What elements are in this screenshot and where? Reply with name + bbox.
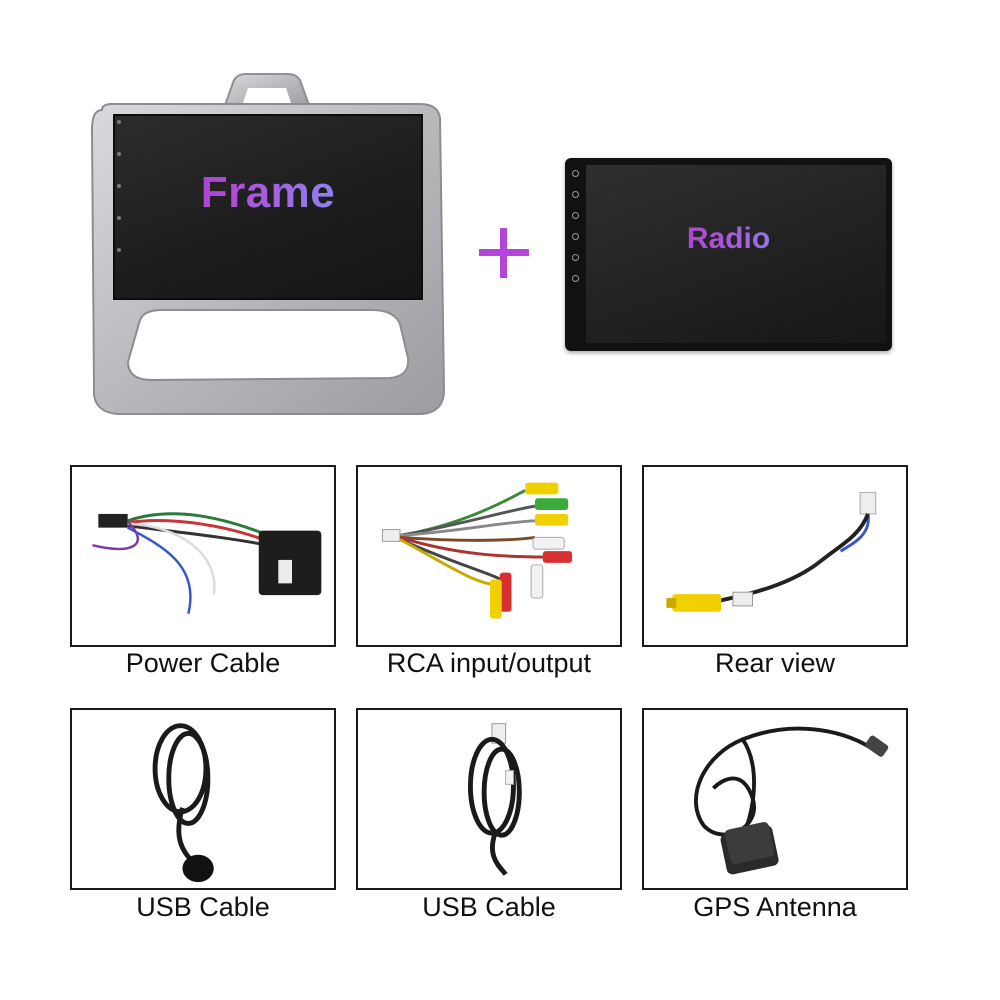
rear-view-cable-image [642,465,908,647]
gps-antenna-caption: GPS Antenna [693,892,857,922]
radio-label: Radio [586,222,871,256]
frame-label: Frame [113,168,423,218]
usb-cable-caption-1: USB Cable [136,892,270,922]
rca-cable-caption: RCA input/output [386,648,592,678]
gps-antenna-image [642,708,908,890]
plus-icon [479,228,529,278]
rear-view-caption: Rear view [714,648,836,678]
radio-screen [586,165,886,343]
power-cable-image [70,465,336,647]
rca-cable-image [356,465,622,647]
frame-side-buttons [113,120,123,280]
usb-cable-caption-2: USB Cable [422,892,556,922]
power-cable-caption: Power Cable [125,648,281,678]
frame-screen [113,114,423,300]
usb-cable-image-2 [356,708,622,890]
usb-cable-image-1 [70,708,336,890]
radio-side-buttons [570,170,582,300]
